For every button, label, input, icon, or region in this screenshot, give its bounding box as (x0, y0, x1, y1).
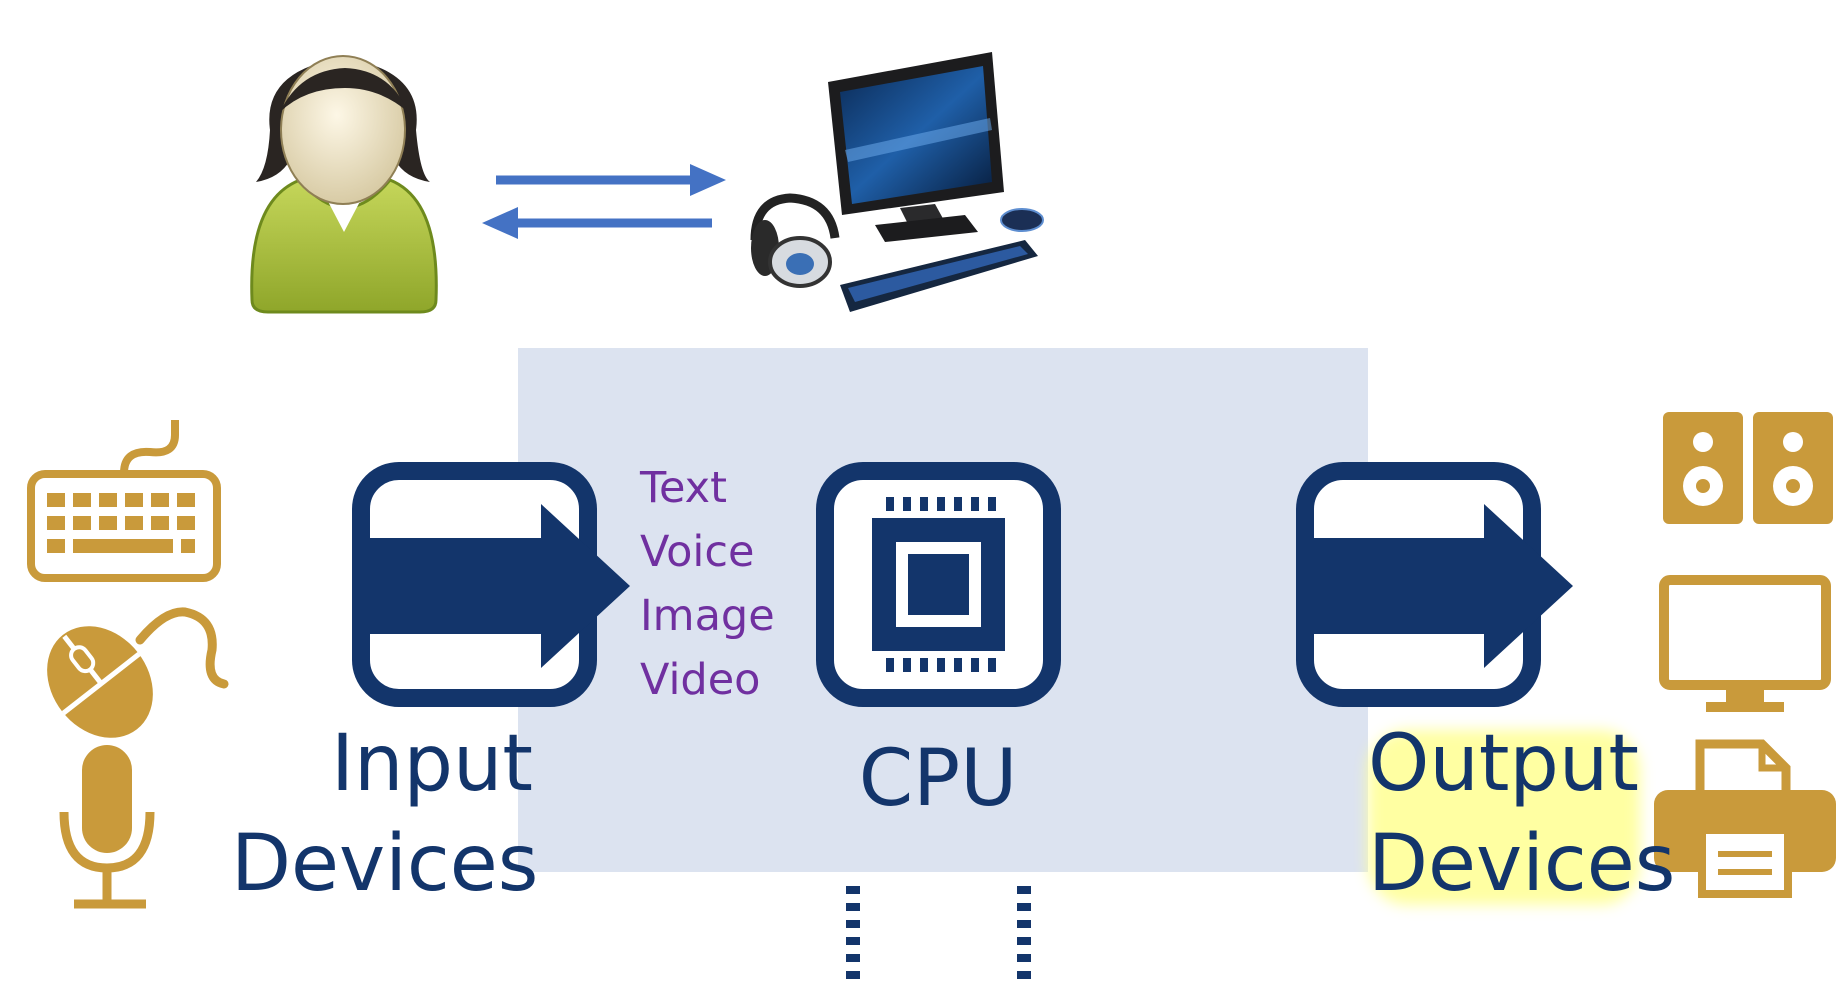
cpu-pin (954, 658, 962, 672)
microphone-icon (59, 745, 155, 909)
media-type-voice: Voice (640, 527, 755, 577)
cpu-pin (903, 658, 911, 672)
desktop-computer-icon (750, 52, 1044, 312)
cpu-pin (846, 886, 860, 894)
mouse-icon (47, 607, 229, 738)
media-type-text: Text (640, 463, 727, 513)
cpu-pin (920, 658, 928, 672)
cpu-pin (886, 658, 894, 672)
cpu-pin (903, 497, 911, 511)
cpu-pin (988, 658, 996, 672)
media-type-list: Text Voice Image Video (640, 456, 775, 712)
cpu-pin (846, 954, 860, 962)
cpu-pin (846, 920, 860, 928)
cpu-pin (846, 937, 860, 945)
printer-icon (1654, 739, 1836, 898)
cpu-pin (846, 903, 860, 911)
cpu-label: CPU (858, 734, 1018, 824)
input-arrow-icon (352, 462, 630, 707)
output-label-line1: Output (1368, 719, 1639, 809)
cpu-pin (971, 658, 979, 672)
user-icon (250, 55, 438, 314)
cpu-pin (1017, 920, 1031, 928)
cpu-pin (1017, 971, 1031, 979)
cpu-pin (1017, 903, 1031, 911)
cpu-pin (971, 497, 979, 511)
cpu-pin (1017, 886, 1031, 894)
output-arrow-icon (1296, 462, 1573, 707)
cpu-pin (954, 497, 962, 511)
cpu-pin (846, 971, 860, 979)
output-glow (1368, 730, 1640, 905)
cpu-pin (988, 497, 996, 511)
cpu-pin (1017, 954, 1031, 962)
cpu-pin (886, 497, 894, 511)
cpu-pin (937, 658, 945, 672)
speakers-icon (1663, 412, 1833, 524)
monitor-icon (1659, 575, 1831, 712)
to-computer-arrow (496, 164, 726, 196)
output-label-line2: Devices (1368, 819, 1676, 909)
input-label-line1: Input (331, 719, 533, 809)
cpu-chip-icon (816, 462, 1061, 979)
keyboard-icon (27, 420, 221, 582)
to-user-arrow (482, 207, 712, 239)
input-label-line2: Devices (231, 819, 539, 909)
media-type-image: Image (640, 591, 775, 641)
cpu-pin (1017, 937, 1031, 945)
media-type-video: Video (640, 655, 761, 705)
cpu-pin (920, 497, 928, 511)
cpu-pin (937, 497, 945, 511)
